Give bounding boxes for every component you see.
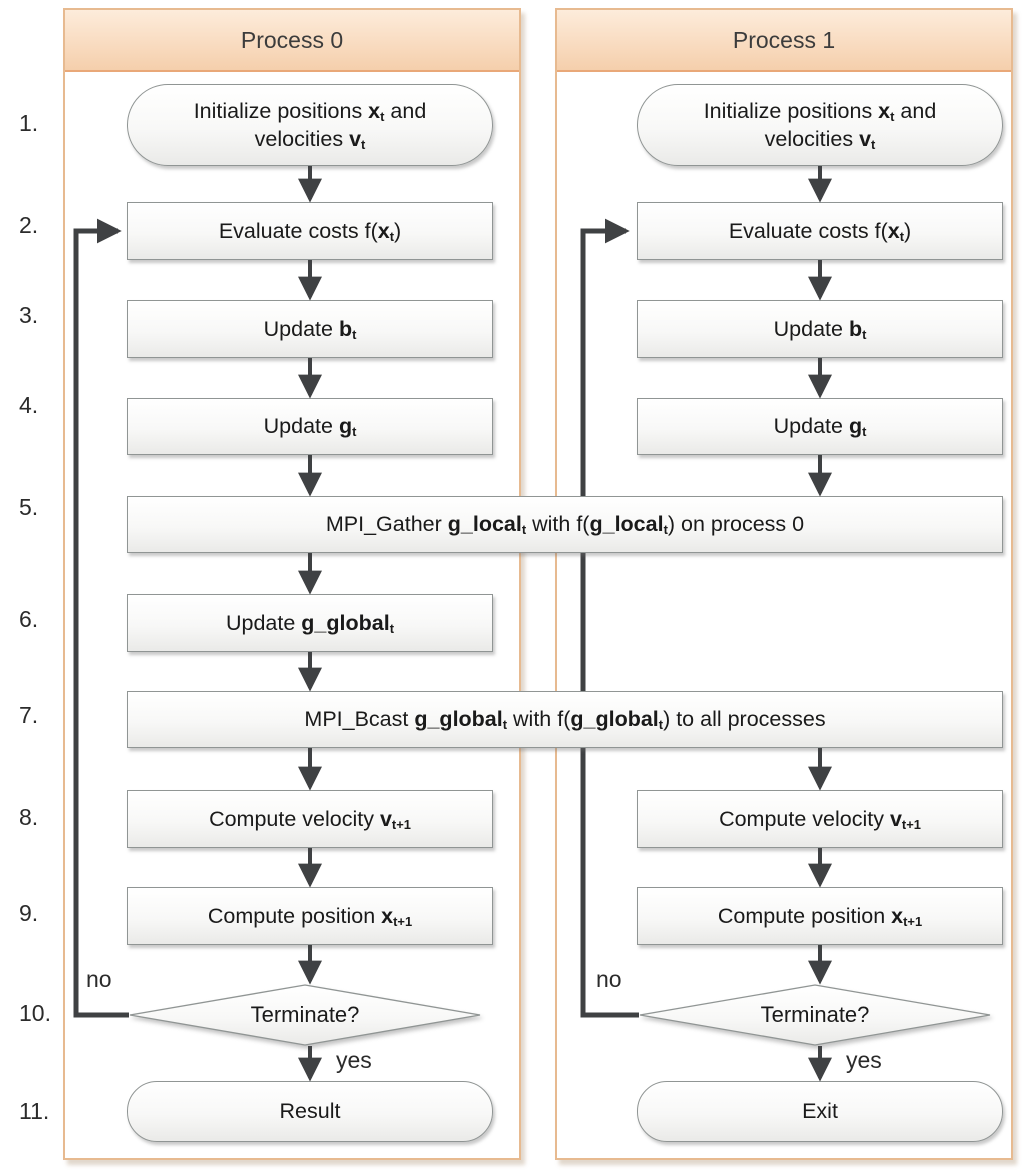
flow-node-update-g-p0: Update gt <box>127 398 493 455</box>
step-number-7: 7. <box>19 702 39 728</box>
step-number-9: 9. <box>19 900 39 926</box>
diamond-shape <box>129 984 481 1046</box>
step-number-5: 5. <box>19 494 39 520</box>
flow-node-mpi-bcast: MPI_Bcast g_globalt with f(g_globalt) to… <box>127 691 1003 748</box>
process1-header: Process 1 <box>557 10 1011 72</box>
node-label: Update bt <box>773 316 867 342</box>
node-label: Terminate? <box>250 1002 360 1027</box>
flow-node-compute-velocity-p1: Compute velocity vt+1 <box>637 790 1003 848</box>
process0-header: Process 0 <box>65 10 519 72</box>
node-label: Terminate? <box>760 1002 870 1027</box>
node-label: MPI_Gather g_localt with f(g_localt) on … <box>325 512 805 538</box>
node-label: Update gt <box>263 414 357 440</box>
flow-node-mpi-gather: MPI_Gather g_localt with f(g_localt) on … <box>127 496 1003 553</box>
branch-label-yes-p0: yes <box>336 1047 372 1073</box>
node-label: Update g_globalt <box>225 610 394 636</box>
step-number-11: 11. <box>19 1098 50 1124</box>
flow-node-result-p0: Result <box>127 1081 493 1142</box>
loopback-arrow-process0 <box>73 218 129 1018</box>
step-number-3: 3. <box>19 302 39 328</box>
step-number-2: 2. <box>19 212 39 238</box>
step-number-6: 6. <box>19 606 39 632</box>
flow-node-exit-p1: Exit <box>637 1081 1003 1142</box>
step-number-10: 10. <box>19 1000 51 1026</box>
step-number-4: 4. <box>19 392 39 418</box>
branch-label-no-p1: no <box>596 966 622 992</box>
step-number-8: 8. <box>19 804 39 830</box>
node-label: Compute velocity vt+1 <box>719 806 921 832</box>
branch-label-no-p0: no <box>86 966 112 992</box>
flow-node-compute-position-p1: Compute position xt+1 <box>637 887 1003 945</box>
process1-panel: Process 1 <box>555 8 1013 1160</box>
flow-node-compute-position-p0: Compute position xt+1 <box>127 887 493 945</box>
step-number-1: 1. <box>19 110 39 136</box>
node-label: Update gt <box>773 414 867 440</box>
node-label: Evaluate costs f(xt) <box>728 218 912 244</box>
branch-label-yes-p1: yes <box>846 1047 882 1073</box>
node-label: Result <box>279 1099 341 1124</box>
node-label: Evaluate costs f(xt) <box>218 218 402 244</box>
flow-node-update-b-p1: Update bt <box>637 300 1003 358</box>
flow-node-update-g-p1: Update gt <box>637 398 1003 455</box>
flow-node-terminate-p0: Terminate? <box>128 984 482 1046</box>
node-label: Compute position xt+1 <box>717 903 923 929</box>
flow-node-evaluate-costs-p1: Evaluate costs f(xt) <box>637 202 1003 260</box>
node-label: Compute velocity vt+1 <box>209 806 411 832</box>
node-label: Compute position xt+1 <box>207 903 413 929</box>
node-label: Exit <box>802 1099 838 1124</box>
node-label: MPI_Bcast g_globalt with f(g_globalt) to… <box>304 707 826 733</box>
flow-node-compute-velocity-p0: Compute velocity vt+1 <box>127 790 493 848</box>
flow-node-terminate-p1: Terminate? <box>638 984 992 1046</box>
process0-panel: Process 0 <box>63 8 521 1160</box>
flow-node-update-g-global-p0: Update g_globalt <box>127 594 493 652</box>
node-label: Update bt <box>263 316 357 342</box>
flow-node-evaluate-costs-p0: Evaluate costs f(xt) <box>127 202 493 260</box>
diamond-shape <box>639 984 991 1046</box>
loopback-arrow-process1 <box>580 218 639 1018</box>
